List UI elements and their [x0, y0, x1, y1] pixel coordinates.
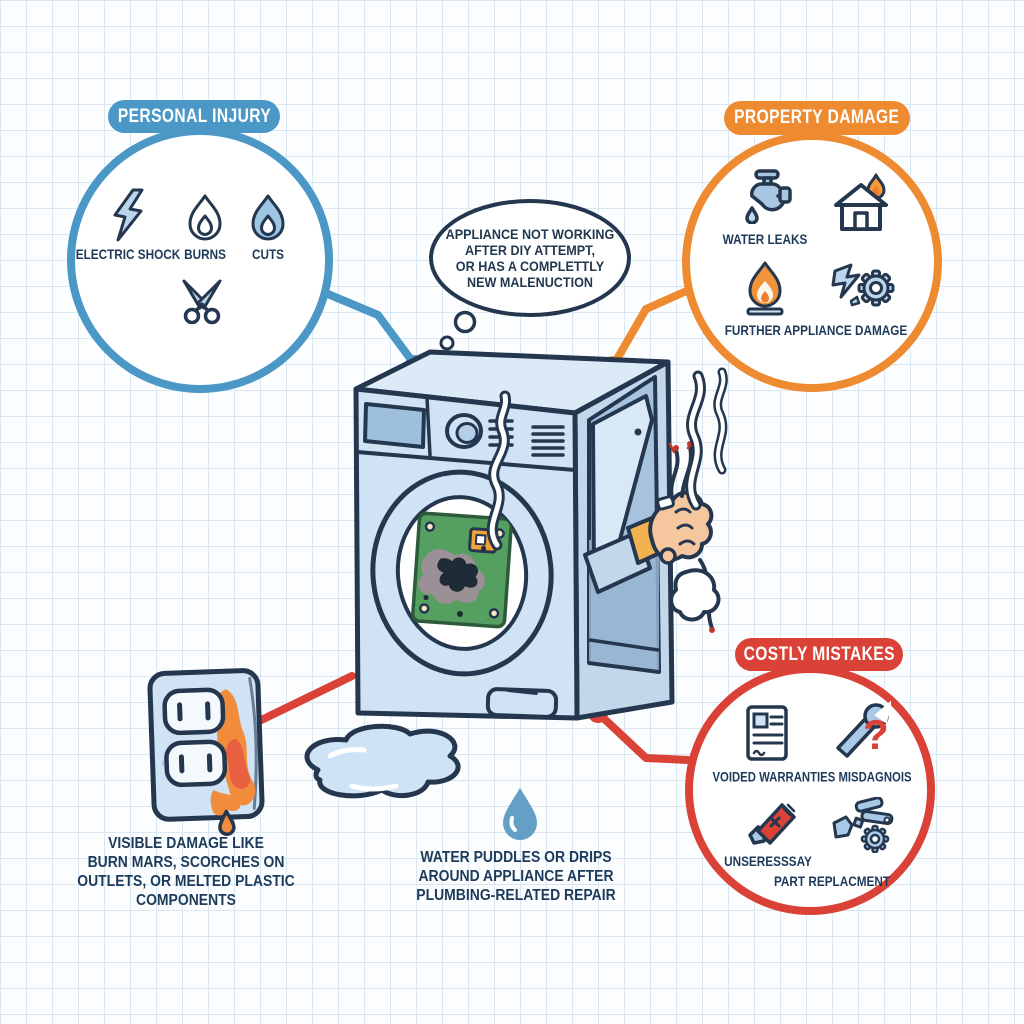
personal-injury-circle: ELECTRIC SHOCK BURNS CUTS: [67, 127, 333, 393]
property-damage-badge: PROPERTY DAMAGE: [724, 101, 910, 135]
costly-mistakes-badge: COSTLY MISTAKES: [735, 638, 903, 671]
spare-parts-icon: [830, 796, 896, 858]
washing-machine-illustration: [353, 349, 728, 721]
faucet-leak-icon: [736, 168, 794, 229]
socket-bottom: [164, 739, 228, 788]
thought-bubble-text: APPLIANCE NOT WORKING AFTER DIY ATTEMPT,…: [445, 226, 615, 290]
machine-control-panel: [355, 396, 577, 472]
outlet-damage-caption: VISIBLE DAMAGE LIKE BURN MARS, SCORCHES …: [77, 835, 295, 909]
burns-label: BURNS: [184, 246, 226, 262]
fire-icon: [742, 261, 788, 322]
smoke-wisps: [486, 367, 728, 551]
electric-shock-icon: [106, 188, 150, 247]
burnt-outlet-illustration: [147, 668, 265, 837]
display-window: [363, 402, 426, 449]
water-puddle-illustration: [304, 723, 461, 799]
scissors-icon: [176, 277, 228, 330]
broken-gear-icon: [829, 261, 895, 318]
thought-bubble-shape: [429, 199, 631, 351]
rag: [669, 568, 721, 622]
svg-text:?: ?: [863, 711, 889, 758]
warranty-document-icon: [745, 704, 789, 767]
further-appliance-damage-label: FURTHER APPLIANCE DAMAGE: [724, 322, 908, 338]
socket-top: [162, 687, 226, 736]
voided-warranties-misdiagnosis-label: VOIDED WARRANTIES MISDAGNOIS: [712, 769, 912, 785]
burn-drip: [218, 809, 236, 837]
crossed-bolt-icon: [744, 797, 802, 854]
unnecessary-label-line1: UNSERESSSAY: [724, 853, 812, 869]
personal-injury-badge: PERSONAL INJURY: [108, 100, 280, 133]
water-leaks-label: WATER LEAKS: [722, 231, 808, 247]
burns-flame-icon: [183, 193, 227, 248]
water-droplet-icon: [503, 788, 537, 840]
wrench-question-icon: ?: [829, 699, 893, 764]
cuts-flame-icon: [246, 193, 290, 248]
electric-shock-label: ELECTRIC SHOCK: [75, 246, 181, 262]
house-fire-icon: [830, 173, 892, 238]
machine-door: [370, 469, 554, 677]
water-puddles-caption: WATER PUDDLES OR DRIPS AROUND APPLIANCE …: [416, 849, 616, 904]
unnecessary-label-line2: PART REPLACMENT: [773, 873, 891, 889]
cuts-label: CUTS: [251, 246, 285, 262]
costly-mistakes-circle: ? VOIDED WARRANTIES MISDAGNOIS: [685, 665, 935, 915]
machine-drawer: [485, 687, 559, 719]
property-damage-circle: WATER LEAKS: [682, 132, 942, 392]
